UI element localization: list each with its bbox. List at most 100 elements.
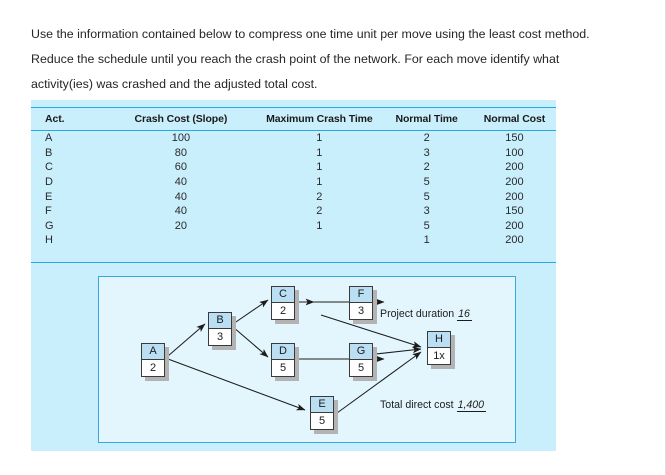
project-duration-label: Project duration [380,308,455,320]
cell-normal-time: 3 [423,205,430,218]
cell-crash-cost: 40 [174,176,187,189]
cell-normal-cost: 200 [505,219,524,232]
cell-crash-cost: 20 [174,219,187,232]
node-c[interactable]: C 2 [271,286,299,324]
cell-act: A [45,132,53,145]
node-duration: 5 [357,362,365,374]
column-header-max-crash: Maximum Crash Time [258,107,381,131]
node-g[interactable]: G 5 [349,343,377,381]
node-body: D 5 [271,343,295,377]
column-header-act: Act. [31,107,104,131]
cell-act: F [45,205,52,218]
cell-normal-cost: 200 [505,234,524,247]
cell-max-crash [258,233,380,248]
node-body: E 5 [310,396,334,430]
node-a[interactable]: A 2 [141,343,169,381]
cell-normal-time: 5 [423,190,430,203]
node-duration: 5 [318,415,326,427]
node-label: E [311,397,333,413]
project-duration-annotation: Project duration 16 [380,308,472,321]
column-header-crash-cost: Crash Cost (Slope) [103,107,259,131]
cell-max-crash: 2 [316,205,323,218]
node-label: B [209,313,231,329]
cell-normal-time: 2 [423,132,430,145]
cell-crash-cost: 40 [174,190,187,203]
cell-crash-cost: 60 [174,161,187,174]
node-body: C 2 [271,286,295,320]
table-row: D 40 1 5 200 [31,175,556,190]
cell-normal-time: 5 [423,176,430,189]
edge-b-d [232,326,269,358]
cell-crash-cost [103,233,258,248]
node-body: A 2 [141,343,165,377]
node-body: H 1x [427,331,451,365]
edge-a-b [167,323,206,357]
node-duration: 3 [357,305,365,317]
cell-act: H [45,234,53,247]
cell-normal-cost: 200 [505,190,524,203]
cell-max-crash: 1 [316,219,323,232]
node-duration: 2 [279,305,287,317]
cell-max-crash: 1 [316,132,323,145]
cell-act: G [45,219,54,232]
network-diagram: A 2 B 3 C 2 D 5 [98,276,516,443]
total-direct-cost-label: Total direct cost [380,399,454,411]
cell-act: B [45,146,53,159]
node-duration: 5 [279,362,287,374]
column-header-normal-time: Normal Time [380,107,473,131]
table-row: E 40 2 5 200 [31,189,556,204]
node-h[interactable]: H 1x [427,331,455,369]
edge-a-e [167,358,306,411]
table-bottom-rule [31,262,556,263]
cell-crash-cost: 80 [174,146,187,159]
column-header-normal-cost: Normal Cost [472,107,556,131]
cell-max-crash: 1 [316,146,323,159]
node-label: G [350,344,372,360]
cell-act: C [45,161,53,174]
cell-max-crash: 1 [316,161,323,174]
node-e[interactable]: E 5 [310,396,338,434]
node-duration: 1x [433,350,445,362]
node-d[interactable]: D 5 [271,343,299,381]
node-body: F 3 [349,286,373,320]
table-row: B 80 1 3 100 [31,146,556,161]
content-panel: Act. Crash Cost (Slope) Maximum Crash Ti… [31,100,556,451]
cell-normal-time: 3 [423,146,430,159]
node-label: F [350,287,372,303]
cell-normal-time: 1 [423,234,430,247]
cell-max-crash: 2 [316,190,323,203]
node-duration: 3 [216,331,224,343]
table-row: A 100 1 2 150 [31,131,556,146]
cell-normal-cost: 100 [505,146,524,159]
edge-f-h [320,314,422,348]
node-b[interactable]: B 3 [208,312,236,350]
table-row: H 1 200 [31,233,556,248]
node-body: G 5 [349,343,373,377]
cell-crash-cost: 100 [171,132,191,145]
node-label: A [142,344,164,360]
node-f[interactable]: F 3 [349,286,377,324]
node-label: D [272,344,294,360]
cell-normal-cost: 200 [505,161,524,174]
cell-normal-time: 5 [423,219,430,232]
cell-crash-cost: 40 [174,205,187,218]
node-duration: 2 [149,362,157,374]
table-row: C 60 1 2 200 [31,160,556,175]
table-row: G 20 1 5 200 [31,219,556,234]
cell-act: D [45,176,53,189]
node-body: B 3 [208,312,232,346]
cell-normal-time: 2 [423,161,430,174]
cell-max-crash: 1 [316,176,323,189]
cell-normal-cost: 150 [505,132,524,145]
node-label: H [428,332,450,348]
cell-normal-cost: 200 [505,176,524,189]
total-direct-cost-annotation: Total direct cost 1,400 [380,399,487,412]
table-header-row: Act. Crash Cost (Slope) Maximum Crash Ti… [31,107,556,131]
node-label: C [272,287,294,303]
cell-act: E [45,190,53,203]
diagram-edges [167,298,422,414]
crash-cost-table: Act. Crash Cost (Slope) Maximum Crash Ti… [31,107,556,248]
total-direct-cost-value: 1,400 [456,399,487,412]
project-duration-value: 16 [457,308,472,321]
